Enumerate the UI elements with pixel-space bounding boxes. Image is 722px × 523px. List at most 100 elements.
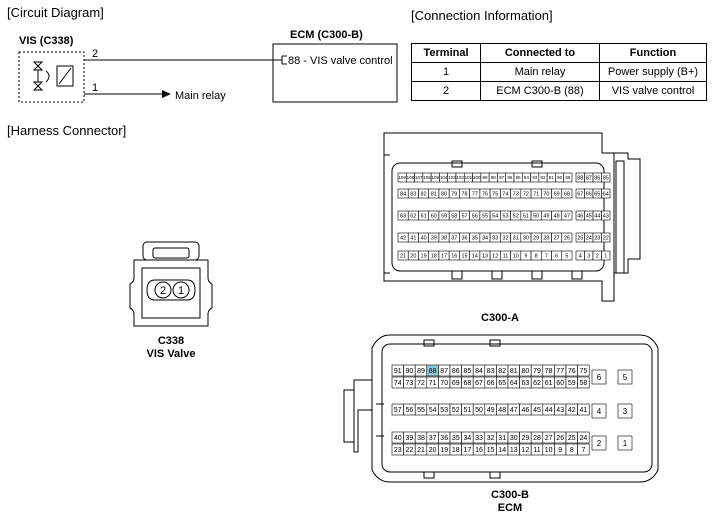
connector-pin-label: 3	[587, 253, 590, 259]
connector-pin-label: 60	[556, 380, 564, 387]
connector-pin	[561, 210, 573, 221]
connector-pin-label: 31	[513, 235, 519, 241]
connector-pin-label: 40	[394, 435, 402, 442]
circuit-diagram-title: [Circuit Diagram]	[7, 5, 104, 20]
connector-pin-label: 52	[452, 407, 460, 414]
connector-pin-label: 89	[565, 175, 571, 180]
connector-pin-label: 74	[502, 191, 508, 197]
connector-pin-label: 66	[586, 191, 592, 197]
connector-pin-label: 9	[558, 447, 562, 454]
connector-pin-label: 74	[394, 380, 402, 387]
c300b-sublabel: ECM	[498, 502, 522, 514]
connector-pin-label: 6	[597, 373, 602, 382]
connector-pin-label: 7	[545, 253, 548, 259]
connector-pin-label: 53	[502, 213, 508, 219]
connector-pin-label: 93	[532, 175, 538, 180]
connector-pin-label: 103	[448, 175, 456, 180]
connector-pin-label: 47	[510, 407, 518, 414]
connector-pin-label: 39	[406, 435, 414, 442]
connection-table: Terminal Connected to Function 1 Main re…	[411, 43, 707, 101]
connector-pin	[601, 188, 611, 199]
connector-pin-label: 80	[441, 191, 447, 197]
connector-pin-label: 87	[586, 175, 592, 181]
connector-pin-label: 96	[507, 175, 513, 180]
connector-pin-label: 10	[545, 447, 553, 454]
header-connected-to: Connected to	[480, 43, 600, 63]
connector-pin-label: 8	[535, 253, 538, 259]
connector-pin-label: 75	[580, 368, 588, 375]
connector-pin-label: 6	[555, 253, 558, 259]
connector-pin-label: 21	[400, 253, 406, 259]
connector-pin-label: 42	[400, 235, 406, 241]
c338-pin: 1	[178, 285, 184, 297]
connector-pin-label: 7	[581, 447, 585, 454]
connector-pin-label: 65	[498, 380, 506, 387]
connector-pin-label: 77	[472, 191, 478, 197]
connector-pin-label: 57	[461, 213, 467, 219]
connector-pin-label: 32	[502, 235, 508, 241]
connector-pin-label: 16	[451, 253, 457, 259]
connector-pin-label: 79	[451, 191, 457, 197]
vis-component-box	[18, 51, 85, 103]
connector-pin-label: 102	[456, 175, 464, 180]
connector-pin-label: 23	[594, 235, 600, 241]
connector-pin	[601, 172, 611, 183]
connector-pin	[617, 403, 633, 419]
connector-pin-label: 31	[498, 435, 506, 442]
connector-pin-label: 21	[417, 447, 425, 454]
connection-information-title: [Connection Information]	[411, 8, 553, 23]
table-row: 1 Main relay Power supply (B+)	[411, 62, 707, 82]
connector-pin-label: 46	[577, 213, 583, 219]
connector-pin-label: 13	[510, 447, 518, 454]
connector-pin-label: 86	[452, 368, 460, 375]
connector-pin-label: 14	[472, 253, 478, 259]
ecm-box	[272, 43, 398, 103]
connector-pin-label: 83	[487, 368, 495, 375]
connector-pin-label: 2	[596, 253, 599, 259]
connector-pin-label: 99	[482, 175, 488, 180]
connector-pin-label: 9	[524, 253, 527, 259]
connector-pin-label: 85	[464, 368, 472, 375]
connector-pin-label: 100	[473, 175, 481, 180]
connector-pin-label: 61	[421, 213, 427, 219]
connector-pin-label: 22	[603, 235, 609, 241]
connector-pin-label: 50	[533, 213, 539, 219]
connector-pin-label: 10	[513, 253, 519, 259]
connector-pin-label: 24	[580, 435, 588, 442]
table-cell: 2	[411, 81, 481, 101]
connector-pin-label: 8	[570, 447, 574, 454]
connector-pin-label: 5	[565, 253, 568, 259]
connector-pin-label: 95	[516, 175, 522, 180]
connector-pin-label: 48	[498, 407, 506, 414]
connector-pin-label: 90	[557, 175, 563, 180]
connector-pin-label: 55	[417, 407, 425, 414]
connector-pin-label: 48	[554, 213, 560, 219]
connector-pin-label: 109	[398, 175, 406, 180]
connector-pin	[601, 210, 611, 221]
connector-pin-label: 18	[431, 253, 437, 259]
connector-pin-label: 76	[568, 368, 576, 375]
connector-pin	[617, 435, 633, 451]
connector-pin-label: 67	[577, 191, 583, 197]
connector-pin-label: 53	[440, 407, 448, 414]
harness-connector-title: [Harness Connector]	[7, 123, 127, 138]
connector-pin-label: 108	[407, 175, 415, 180]
connector-pin-label: 37	[451, 235, 457, 241]
connector-pin-label: 11	[533, 447, 540, 454]
connector-pin-label: 12	[492, 253, 498, 259]
connector-pin-label: 52	[513, 213, 519, 219]
connector-pin-label: 86	[594, 175, 600, 181]
connector-pin-label: 63	[400, 213, 406, 219]
connector-pin-label: 81	[431, 191, 437, 197]
connector-pin-label: 51	[464, 407, 472, 414]
connector-pin-label: 37	[429, 435, 437, 442]
connector-pin-label: 69	[452, 380, 460, 387]
connector-pin-label: 29	[522, 435, 530, 442]
connector-pin-label: 78	[461, 191, 467, 197]
connector-pin-label: 55	[482, 213, 488, 219]
connector-pin-label: 45	[586, 213, 592, 219]
connector-pin-label: 33	[492, 235, 498, 241]
